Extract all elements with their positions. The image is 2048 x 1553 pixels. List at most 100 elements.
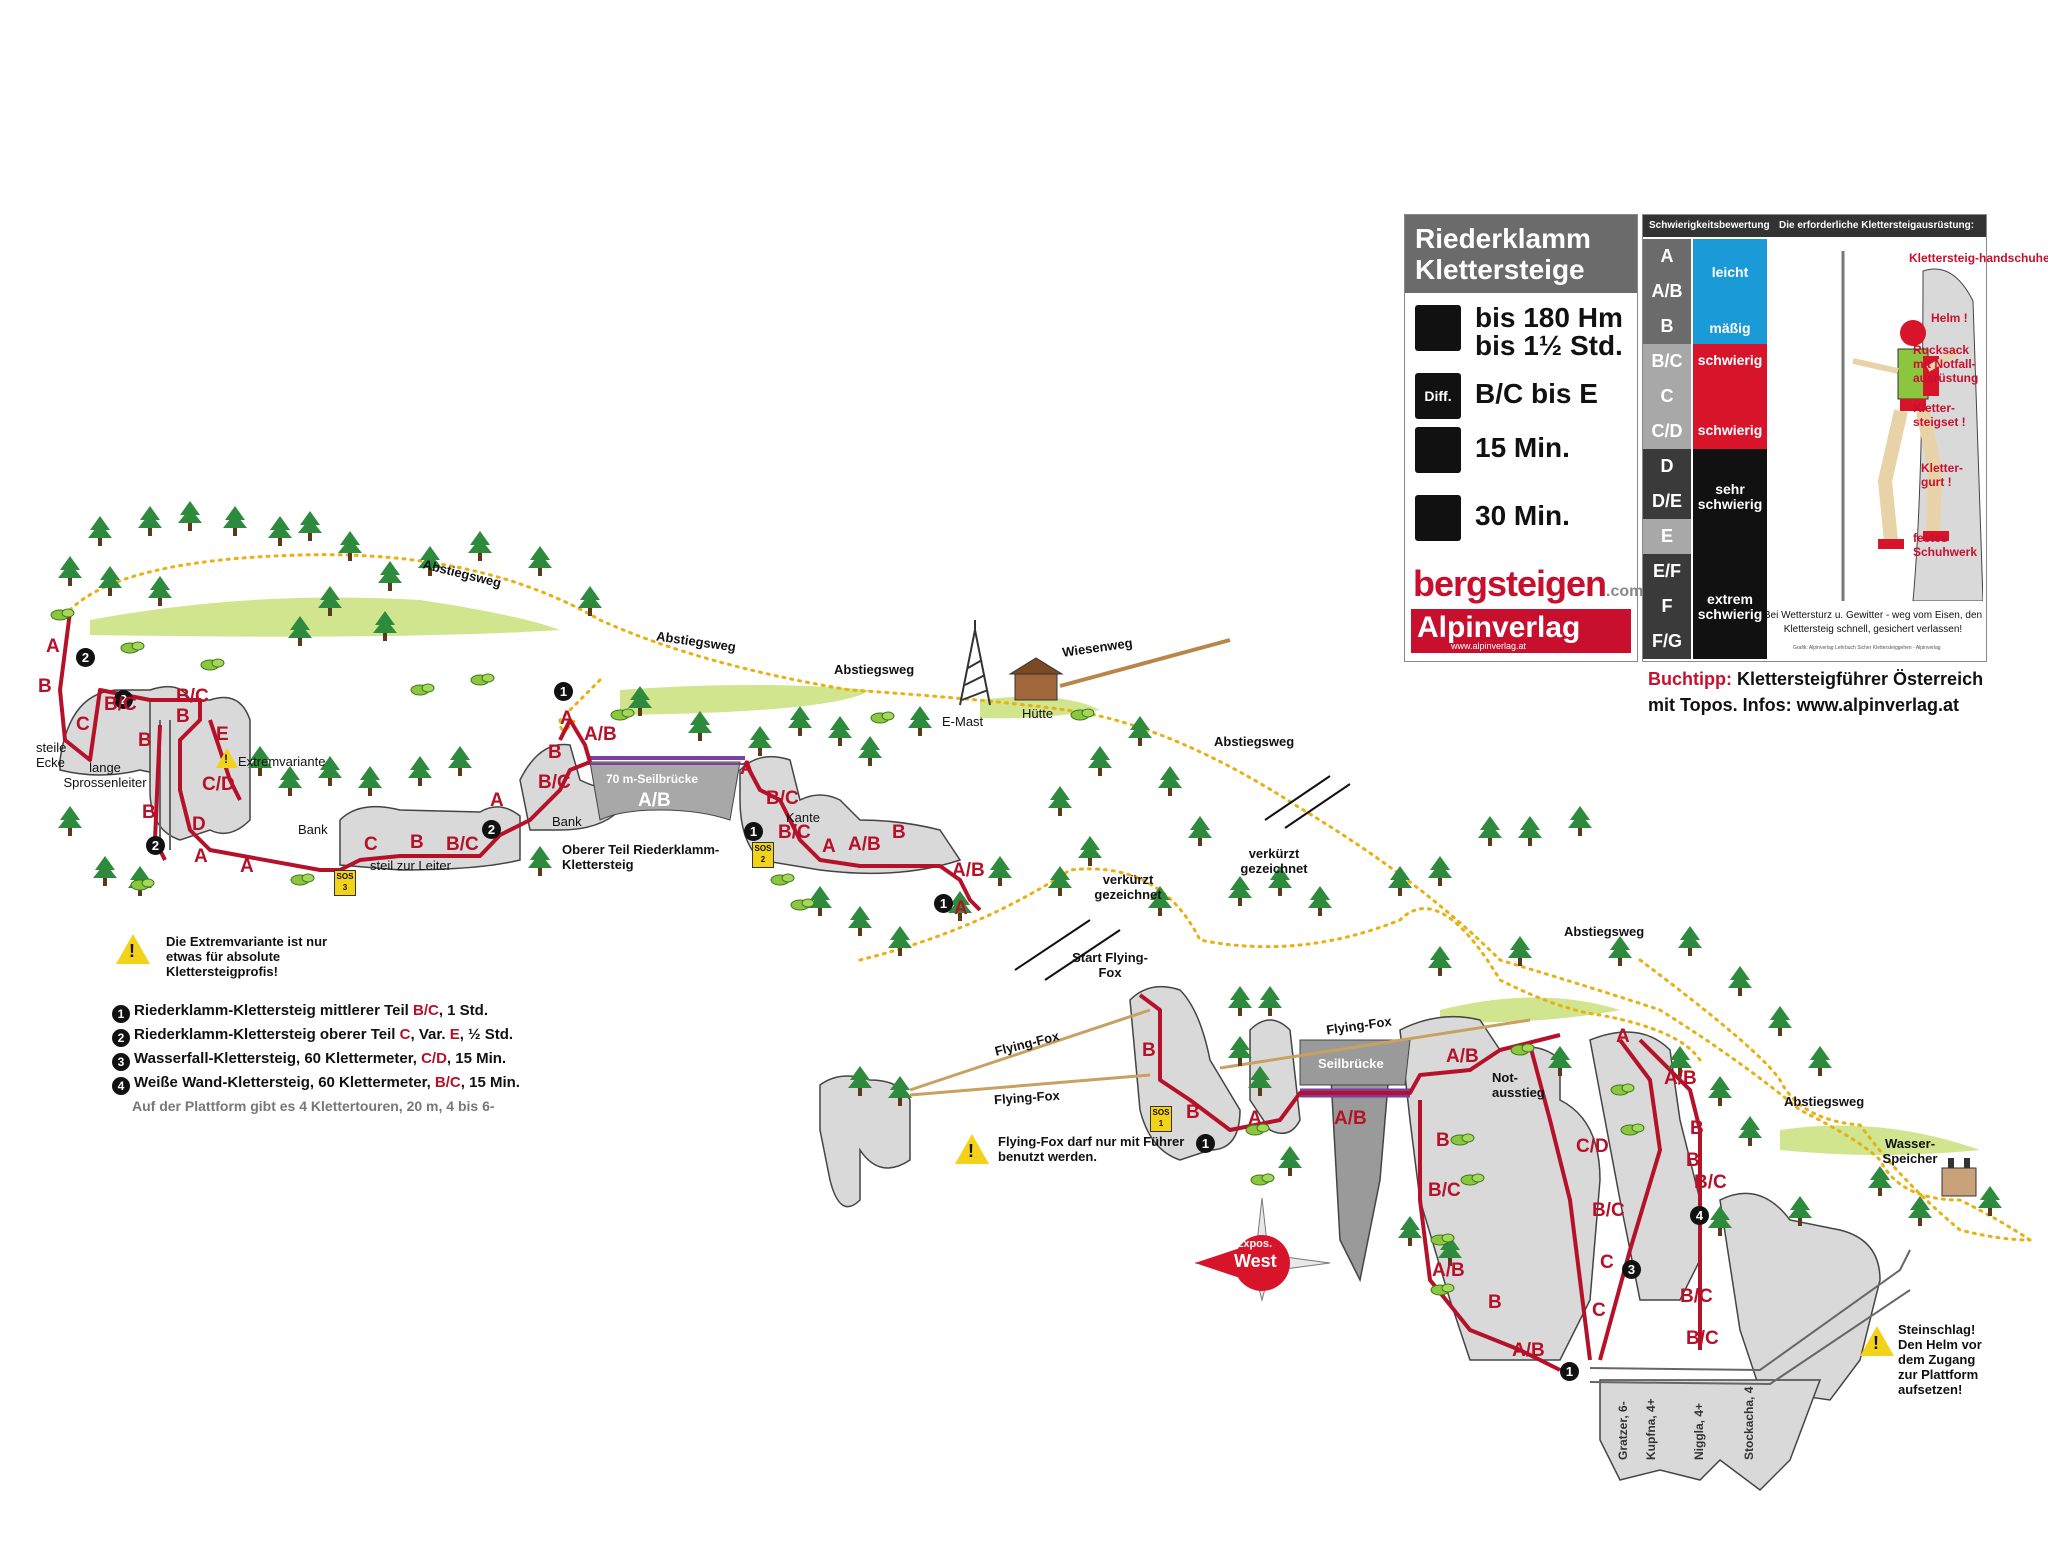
label-hut: Hütte xyxy=(1022,706,1054,721)
hiker-down-icon xyxy=(1415,495,1461,541)
info-approach: 15 Min. xyxy=(1475,432,1570,463)
grade-f-g: F/G xyxy=(1643,624,1691,659)
grade-label: A/B xyxy=(1664,1068,1697,1089)
label-bench-1: Bank xyxy=(298,822,328,837)
info-row-approach: 15 Min. xyxy=(1415,423,1635,483)
climbing-routes xyxy=(58,611,1702,1372)
rating-band: schwierig xyxy=(1693,344,1767,414)
platform-route-1: Gratzer, 6- xyxy=(1616,1401,1630,1460)
legend-extreme-note: Die Extremvariante ist nur etwas für abs… xyxy=(166,934,328,979)
grade-label: B/C xyxy=(176,686,209,707)
platform-route-2: Kupfna, 4+ xyxy=(1644,1398,1658,1460)
grade-label: B xyxy=(1686,1150,1700,1171)
grade-label: B xyxy=(176,706,190,727)
route-marker-1b: 1 xyxy=(744,822,763,841)
rating-band-label: mäßig xyxy=(1709,320,1751,336)
grade-label: B/C xyxy=(1694,1172,1727,1193)
legend-warning-icon xyxy=(116,934,150,964)
descent-trails xyxy=(68,553,2032,1242)
rope-bridge-70m xyxy=(588,756,745,821)
grade-label: A xyxy=(46,636,60,657)
label-descent-4: Abstiegsweg xyxy=(1214,734,1295,749)
grade-label: B xyxy=(138,730,152,751)
grade-d-e: D/E xyxy=(1643,484,1691,519)
tour-info-header: Riederklamm Klettersteige xyxy=(1405,215,1637,293)
label-extreme-variant: Extremvariante xyxy=(238,754,326,769)
label-emergency-exit: Not-ausstieg xyxy=(1492,1070,1545,1100)
rating-band-label: sehr schwierig xyxy=(1697,481,1763,512)
info-descent: 30 Min. xyxy=(1475,500,1570,531)
label-descent-6: Abstiegsweg xyxy=(1784,1094,1865,1109)
legend-platform-note: Auf der Plattform gibt es 4 Klettertoure… xyxy=(132,1098,495,1114)
grade-label: B xyxy=(142,802,156,823)
sos-marker-1: SOS 1 xyxy=(1150,1106,1172,1132)
label-rockfall-warning: Steinschlag! Den Helm vor dem Zugang zur… xyxy=(1898,1322,1982,1397)
grade-label: A xyxy=(560,708,574,729)
info-row-ascent: bis 180 Hm bis 1½ Std. xyxy=(1415,301,1635,361)
tour-info-panel: Riederklamm Klettersteige bis 180 Hm bis… xyxy=(1404,214,1643,662)
grade-label: A xyxy=(194,846,208,867)
tour-title: Riederklamm Klettersteige xyxy=(1415,223,1591,285)
grade-label: B/C xyxy=(1680,1286,1713,1307)
gear-shoes: festes Schuhwerk xyxy=(1913,531,1978,559)
platform-route-4: Stockacha, 4 xyxy=(1742,1386,1756,1460)
label-shortened-2: verkürzt gezeichnet xyxy=(1240,846,1308,876)
grade-label: A/B xyxy=(1432,1260,1465,1281)
grade-label: A xyxy=(1248,1108,1262,1129)
route-marker-4: 4 xyxy=(1690,1206,1709,1225)
compass-label-top: Expos. xyxy=(1236,1238,1273,1250)
info-difficulty: B/C bis E xyxy=(1475,378,1598,409)
grade-label: A/B xyxy=(1446,1046,1479,1067)
water-tank xyxy=(1941,1158,1977,1197)
rating-band: mäßig xyxy=(1693,309,1767,344)
grade-label: A/B xyxy=(638,790,671,811)
rating-band-label: leicht xyxy=(1711,264,1749,280)
grade-label: C xyxy=(1600,1252,1614,1273)
grade-label: B xyxy=(892,822,906,843)
difficulty-scale-panel: Schwierigkeitsbewertung Die erforderlich… xyxy=(1642,214,2048,662)
label-steep-ladder: steil zur Leiter xyxy=(370,858,451,873)
grade-label: B/C xyxy=(1428,1180,1461,1201)
book-tip: Buchtipp: Klettersteigführer Österreich … xyxy=(1648,666,1983,718)
rating-band: schwierig xyxy=(1693,414,1767,449)
label-descent-3: Abstiegsweg xyxy=(834,662,915,677)
label-ladder: lange Sprossenleiter xyxy=(63,760,147,790)
grade-label: B xyxy=(1690,1118,1704,1139)
grade-label: A/B xyxy=(848,834,881,855)
alpinverlag-logo: Alpinverlag www.alpinverlag.at xyxy=(1411,609,1631,653)
compass xyxy=(1194,1197,1331,1302)
rating-band-label: schwierig xyxy=(1697,421,1763,438)
rating-band-label: schwierig xyxy=(1697,351,1763,368)
sos-marker-2: SOS 2 xyxy=(752,842,774,868)
grade-label: C xyxy=(1592,1300,1606,1321)
platform-route-3: Niggla, 4+ xyxy=(1692,1402,1706,1460)
grade-label: C/D xyxy=(202,774,235,795)
grade-label: C/D xyxy=(1576,1136,1609,1157)
label-shortened-1: verkürzt gezeichnet xyxy=(1094,872,1162,902)
power-mast xyxy=(959,620,991,706)
bergsteigen-logo: bergsteigen.com xyxy=(1413,563,1644,604)
rockfall-warning-icon xyxy=(1860,1326,1894,1356)
grade-label: A/B xyxy=(1334,1108,1367,1129)
grade-d: D xyxy=(1643,449,1691,484)
scale-header-left: Schwierigkeitsbewertung xyxy=(1649,220,1770,231)
grade-label: A/B xyxy=(584,724,617,745)
book-tip-line1: Klettersteigführer Österreich xyxy=(1737,669,1984,689)
route-marker-1e: 1 xyxy=(1560,1362,1579,1381)
info-row-difficulty: Diff. B/C bis E xyxy=(1415,369,1635,429)
grade-label: B/C xyxy=(104,694,137,715)
info-elevation: bis 180 Hm xyxy=(1475,302,1623,333)
grade-label: C xyxy=(76,714,90,735)
grade-e-f: E/F xyxy=(1643,554,1691,589)
rock-left xyxy=(59,685,962,875)
route-marker-1a: 1 xyxy=(554,682,573,701)
grade-label: B/C xyxy=(766,788,799,809)
route-marker-1c: 1 xyxy=(934,894,953,913)
climber-gear-illustration xyxy=(1841,251,1983,601)
label-edge: Kante xyxy=(786,810,820,825)
grade-label: B xyxy=(548,742,562,763)
grade-label: D xyxy=(192,814,206,835)
